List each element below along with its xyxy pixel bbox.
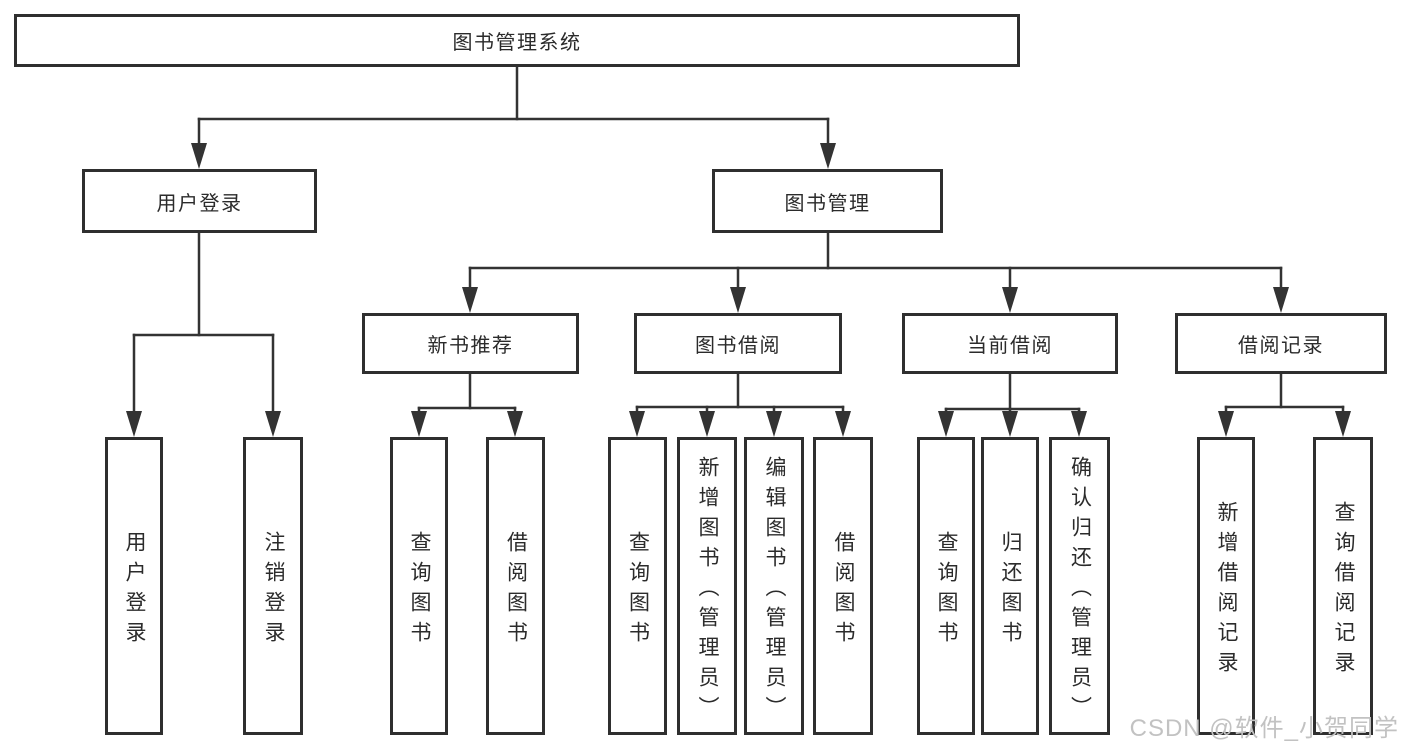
node-label: 借阅记录: [1238, 335, 1324, 357]
node-label: 归还图书: [999, 530, 1022, 651]
arrowhead-icon: [507, 411, 523, 437]
arrowhead-icon: [1218, 411, 1234, 437]
arrowhead-icon: [126, 411, 142, 437]
node-leaf-add-books: 新增图书（管理员）: [677, 437, 737, 735]
arrowhead-icon: [411, 411, 427, 437]
node-label: 编辑图书（管理员）: [763, 455, 786, 726]
arrowhead-icon: [1002, 411, 1018, 437]
node-leaf-add-borrow-record: 新增借阅记录: [1197, 437, 1255, 735]
node-leaf-confirm-return: 确认归还（管理员）: [1049, 437, 1110, 735]
arrowhead-icon: [1335, 411, 1351, 437]
node-leaf-borrow-books-1: 借阅图书: [486, 437, 545, 735]
node-label: 注销登录: [262, 530, 285, 651]
node-label: 新书推荐: [427, 335, 514, 357]
arrowhead-icon: [699, 411, 715, 437]
arrowhead-icon: [938, 411, 954, 437]
node-user-login: 用户登录: [82, 169, 317, 233]
arrowhead-icon: [1002, 287, 1018, 313]
node-leaf-return-books: 归还图书: [981, 437, 1039, 735]
node-current-borrowing: 当前借阅: [902, 313, 1118, 374]
node-label: 用户登录: [156, 192, 243, 215]
node-label: 查询图书: [935, 530, 958, 651]
node-label: 查询借阅记录: [1332, 500, 1355, 681]
node-label: 查询图书: [626, 530, 650, 651]
node-root: 图书管理系统: [14, 14, 1020, 67]
node-book-borrowing: 图书借阅: [634, 313, 842, 374]
node-label: 新增图书（管理员）: [696, 455, 719, 726]
node-leaf-edit-books: 编辑图书（管理员）: [744, 437, 804, 735]
arrowhead-icon: [629, 411, 645, 437]
node-label: 借阅图书: [504, 530, 528, 651]
arrowhead-icon: [766, 411, 782, 437]
node-new-book-recommend: 新书推荐: [362, 313, 579, 374]
node-label: 新增借阅记录: [1215, 500, 1238, 681]
node-label: 查询图书: [408, 530, 431, 651]
node-leaf-query-books-1: 查询图书: [390, 437, 448, 735]
node-leaf-logout: 注销登录: [243, 437, 303, 735]
arrowhead-icon: [835, 411, 851, 437]
node-label: 图书管理系统: [452, 32, 582, 54]
node-leaf-query-books-2: 查询图书: [608, 437, 667, 735]
node-leaf-query-borrow-record: 查询借阅记录: [1313, 437, 1373, 735]
node-leaf-borrow-books-2: 借阅图书: [813, 437, 873, 735]
arrowhead-icon: [1071, 411, 1087, 437]
arrowhead-icon: [265, 411, 281, 437]
arrowhead-icon: [191, 143, 207, 169]
node-borrowing-records: 借阅记录: [1175, 313, 1387, 374]
node-label: 借阅图书: [832, 530, 855, 651]
node-leaf-query-books-3: 查询图书: [917, 437, 975, 735]
arrowhead-icon: [820, 143, 836, 169]
arrowhead-icon: [1273, 287, 1289, 313]
node-label: 用户登录: [123, 530, 146, 651]
node-label: 当前借阅: [967, 335, 1053, 357]
arrowhead-icon: [462, 287, 478, 313]
node-book-management: 图书管理: [712, 169, 943, 233]
node-label: 图书管理: [784, 192, 871, 215]
arrowhead-icon: [730, 287, 746, 313]
node-label: 图书借阅: [695, 335, 781, 357]
node-label: 确认归还（管理员）: [1068, 455, 1092, 726]
node-leaf-user-login: 用户登录: [105, 437, 163, 735]
